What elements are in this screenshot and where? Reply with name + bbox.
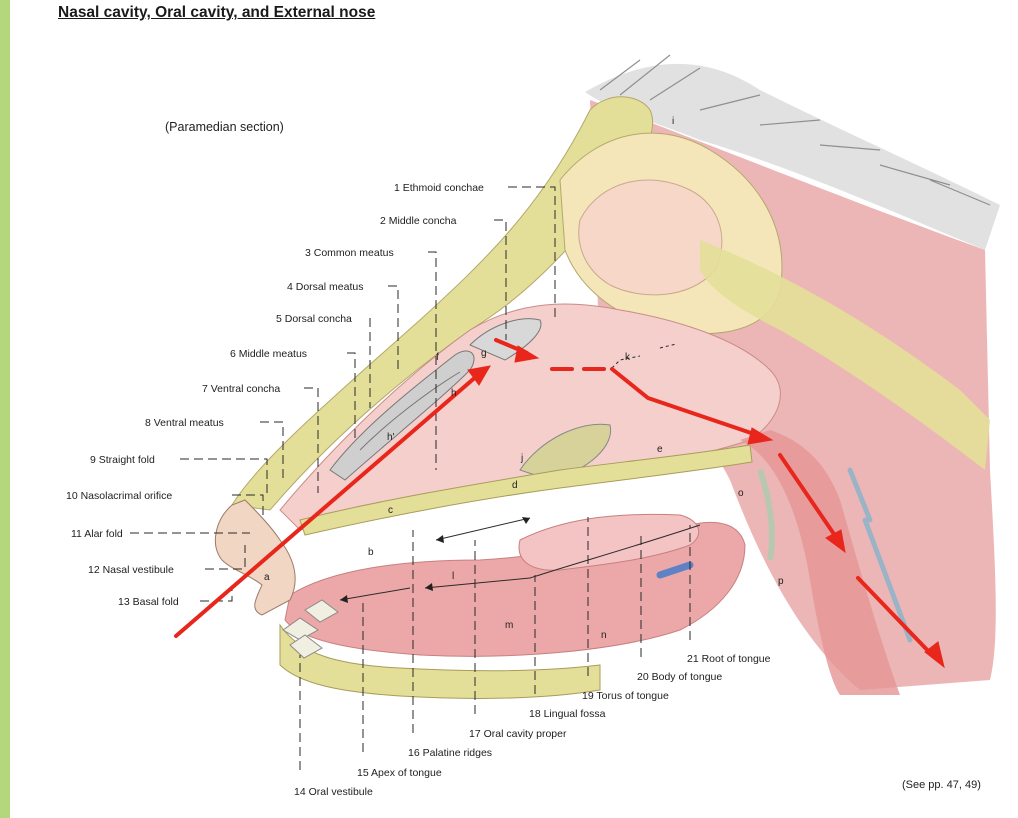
letter-h: h — [451, 388, 457, 399]
label-ventral-concha: 7 Ventral concha — [202, 383, 280, 395]
label-ventral-meatus: 8 Ventral meatus — [145, 417, 224, 429]
leader-lines — [130, 186, 691, 770]
nose-tip — [214, 499, 296, 616]
label-basal-fold: 13 Basal fold — [118, 596, 179, 608]
label-palatine-ridges: 16 Palatine ridges — [408, 747, 492, 759]
label-dorsal-concha: 5 Dorsal concha — [276, 313, 352, 325]
conchae — [329, 318, 612, 481]
label-root-of-tongue: 21 Root of tongue — [687, 653, 771, 665]
letter-c: c — [388, 505, 393, 516]
label-torus-of-tongue: 19 Torus of tongue — [582, 690, 669, 702]
brain-region — [578, 179, 723, 296]
mandible — [279, 623, 601, 699]
trachea-rings — [757, 467, 913, 643]
letter-b: b — [368, 547, 374, 558]
letter-j: j — [520, 453, 523, 464]
letter-o: o — [738, 488, 744, 499]
label-oral-vestibule: 14 Oral vestibule — [294, 786, 373, 798]
page-reference-note: (See pp. 47, 49) — [902, 779, 981, 791]
letter-i-upper: i — [672, 116, 674, 127]
fur-region — [585, 54, 1000, 250]
cervical-yellow-band — [700, 240, 990, 470]
letter-h-prime: h' — [387, 432, 395, 443]
label-ethmoid-conchae: 1 Ethmoid conchae — [394, 182, 484, 194]
label-nasal-vestibule: 12 Nasal vestibule — [88, 564, 174, 576]
left-accent-bar — [0, 0, 10, 818]
label-common-meatus: 3 Common meatus — [305, 247, 394, 259]
letter-labels: a b c d e f g h h' i j k l m n o p — [264, 116, 784, 641]
letter-l: l — [452, 571, 454, 582]
label-lingual-fossa: 18 Lingual fossa — [529, 708, 606, 720]
label-middle-concha: 2 Middle concha — [380, 215, 457, 227]
hyoid-bone — [656, 561, 694, 579]
letter-m: m — [505, 620, 513, 631]
label-alar-fold: 11 Alar fold — [71, 528, 123, 540]
letter-g: g — [481, 348, 487, 359]
label-straight-fold: 9 Straight fold — [90, 454, 155, 466]
section-subtitle: (Paramedian section) — [165, 120, 284, 134]
letter-f: f — [436, 352, 439, 363]
label-nasolacrimal-orifice: 10 Nasolacrimal orifice — [66, 490, 172, 502]
letter-d: d — [512, 480, 518, 491]
letter-k: k — [625, 352, 631, 363]
label-dorsal-meatus: 4 Dorsal meatus — [287, 281, 363, 293]
page-title: Nasal cavity, Oral cavity, and External … — [58, 4, 376, 21]
label-body-of-tongue: 20 Body of tongue — [637, 671, 722, 683]
letter-n: n — [601, 630, 607, 641]
hard-palate — [299, 444, 753, 536]
label-oral-cavity-proper: 17 Oral cavity proper — [469, 728, 567, 740]
label-middle-meatus: 6 Middle meatus — [230, 348, 307, 360]
airflow-arrows — [174, 338, 945, 669]
pharynx-region — [740, 430, 900, 695]
label-apex-of-tongue: 15 Apex of tongue — [357, 767, 442, 779]
letter-a: a — [264, 572, 270, 583]
letter-p: p — [778, 576, 784, 587]
dimension-arrows — [339, 517, 701, 603]
incisor-teeth — [282, 599, 339, 659]
letter-e: e — [657, 444, 663, 455]
structure-labels: 1 Ethmoid conchae 2 Middle concha 3 Comm… — [66, 182, 771, 798]
tongue-torus — [518, 513, 700, 571]
